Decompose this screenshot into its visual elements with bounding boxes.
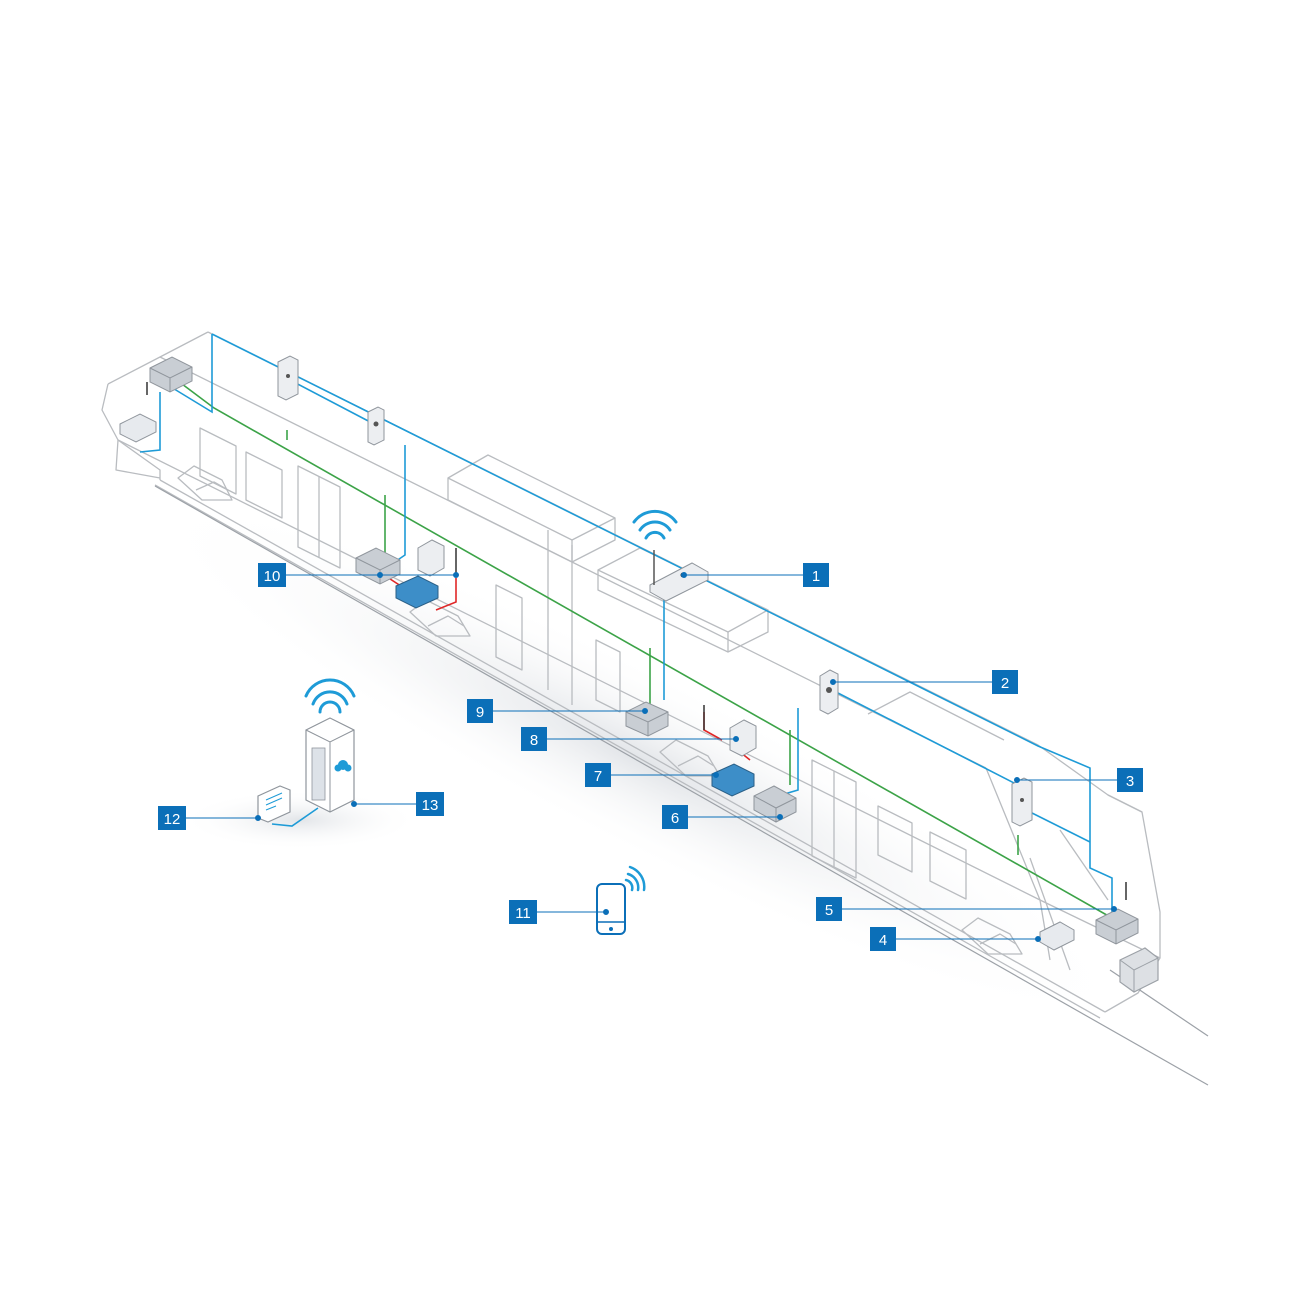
server-wifi-icon	[304, 678, 356, 714]
train-shadow	[139, 493, 1141, 1027]
callout-7-label: 7	[594, 768, 602, 785]
callout-1: 1	[803, 563, 829, 587]
callout-4-label: 4	[879, 932, 887, 949]
cloud-server	[305, 717, 355, 813]
callout-4: 4	[870, 927, 896, 951]
rear-intercom	[367, 406, 385, 446]
callout-13: 13	[416, 792, 444, 816]
passenger-display	[703, 705, 757, 757]
callout-leaders	[186, 572, 1117, 942]
smartphone	[596, 883, 626, 935]
callout-3: 3	[1117, 768, 1143, 792]
callout-6: 6	[662, 805, 688, 829]
callout-12: 12	[158, 806, 186, 830]
cab-display	[1039, 921, 1075, 951]
callout-11-label: 11	[515, 905, 531, 922]
front-coupler	[1119, 947, 1159, 993]
front-gateway	[1095, 882, 1139, 945]
bus-cable	[173, 377, 1113, 919]
callout-5: 5	[816, 897, 842, 921]
io-module	[711, 763, 755, 797]
rear-passenger-display	[417, 539, 457, 577]
callout-8: 8	[521, 727, 547, 751]
intercom-panel	[819, 669, 839, 715]
callout-13-label: 13	[422, 797, 439, 814]
rear-door-controller	[277, 355, 299, 401]
callout-10-label: 10	[264, 568, 281, 585]
rear-display	[119, 413, 157, 443]
callout-6-label: 6	[671, 810, 679, 827]
door-controller	[1011, 777, 1033, 827]
roof-wifi-icon	[632, 509, 678, 540]
callout-11: 11	[509, 900, 537, 924]
cloud-icon	[334, 760, 352, 772]
callout-9-label: 9	[476, 704, 484, 721]
callout-1-label: 1	[812, 568, 820, 585]
callout-9: 9	[467, 699, 493, 723]
callout-5-label: 5	[825, 902, 833, 919]
callout-2: 2	[992, 670, 1018, 694]
callout-3-label: 3	[1126, 773, 1134, 790]
rear-gateway	[146, 356, 193, 395]
callout-12-label: 12	[164, 811, 181, 828]
smartphone-wifi-icon	[624, 865, 646, 892]
rear-io-module	[395, 575, 439, 609]
callout-7: 7	[585, 763, 611, 787]
callout-10: 10	[258, 563, 286, 587]
callout-8-label: 8	[530, 732, 538, 749]
callout-2-label: 2	[1001, 675, 1009, 692]
switch-box	[753, 785, 797, 823]
